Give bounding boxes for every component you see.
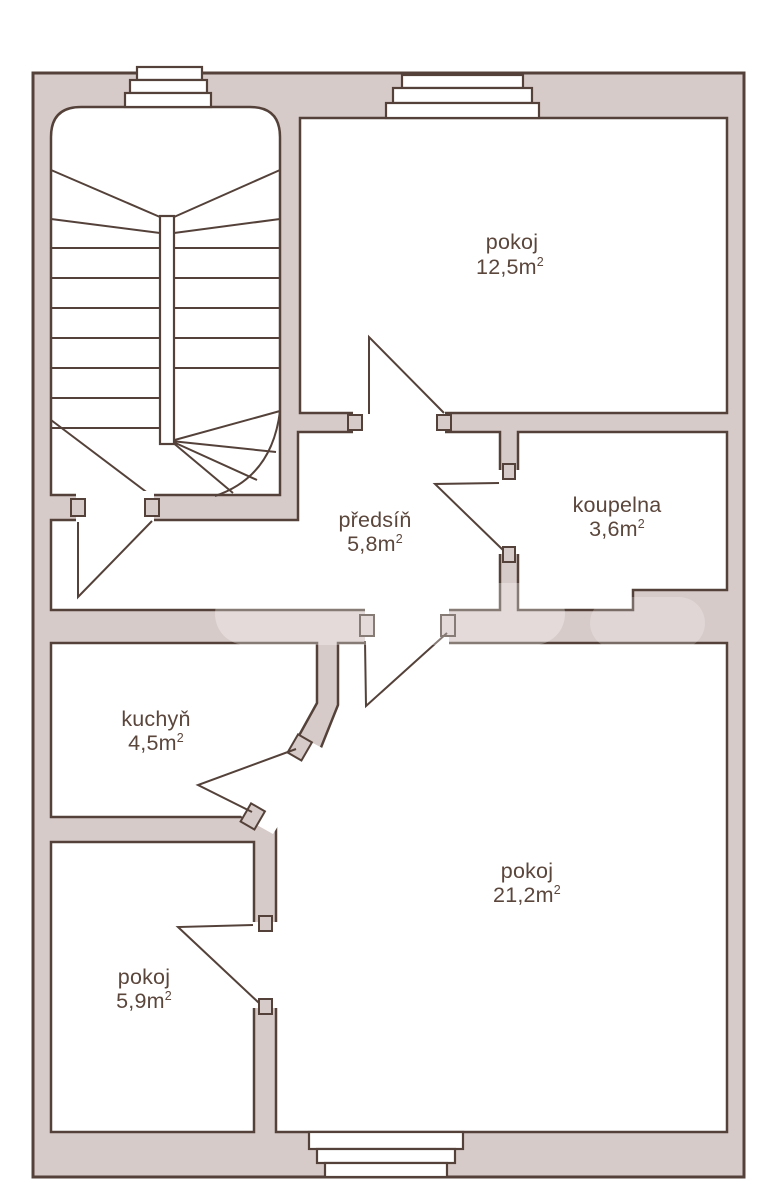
room-koupelna-label: koupelna: [573, 493, 662, 517]
door-swing-pokoj-125: [368, 334, 445, 414]
opening-pokoj-59-door: [250, 922, 280, 1008]
opening-koupelna-door: [497, 470, 521, 554]
room-predsin-area: 5,8m2: [347, 532, 403, 556]
door-swing-stair: [77, 520, 153, 600]
room-pokoj-125-label: pokoj: [486, 230, 538, 254]
opening-pokoj-212-door: [365, 607, 449, 645]
room-predsin-floor: [49, 430, 502, 612]
chimneys: [123, 65, 541, 1179]
room-koupelna-floor: [516, 430, 729, 612]
stair-stringer: [158, 214, 176, 446]
staircase: [50, 169, 281, 497]
room-pokoj-59-label: pokoj: [118, 965, 170, 989]
room-labels: pokoj 12,5m2 koupelna 3,6m2 předsíň 5,8m…: [116, 230, 661, 1013]
room-kuchyn-area: 4,5m2: [128, 731, 184, 755]
chimney-top-left: [123, 65, 213, 109]
door-swing-pokoj-59: [175, 924, 260, 1004]
door-swing-koupelna: [432, 482, 504, 551]
room-pokoj-212-area: 21,2m2: [493, 883, 561, 907]
room-pokoj-125-floor: [298, 116, 729, 415]
watermark: [215, 583, 705, 649]
door-jambs: [70, 414, 516, 1015]
chimney-bottom: [307, 1130, 465, 1179]
door-swings: [77, 334, 504, 1004]
room-koupelna-area: 3,6m2: [589, 517, 645, 541]
door-swing-pokoj-212: [364, 632, 448, 709]
opening-pokoj-125-door: [353, 410, 445, 434]
room-pokoj-59-floor: [49, 840, 256, 1134]
opening-stair-door: [76, 491, 154, 523]
door-swing-kuchyn: [195, 748, 297, 813]
room-pokoj-212-label: pokoj: [501, 859, 553, 883]
room-pokoj-59-area: 5,9m2: [116, 989, 172, 1013]
room-predsin-label: předsíň: [338, 508, 411, 532]
chimney-top-right: [384, 73, 541, 120]
door-openings: [76, 410, 521, 1008]
room-kuchyn-label: kuchyň: [121, 707, 190, 731]
room-pokoj-125-area: 12,5m2: [476, 255, 544, 279]
